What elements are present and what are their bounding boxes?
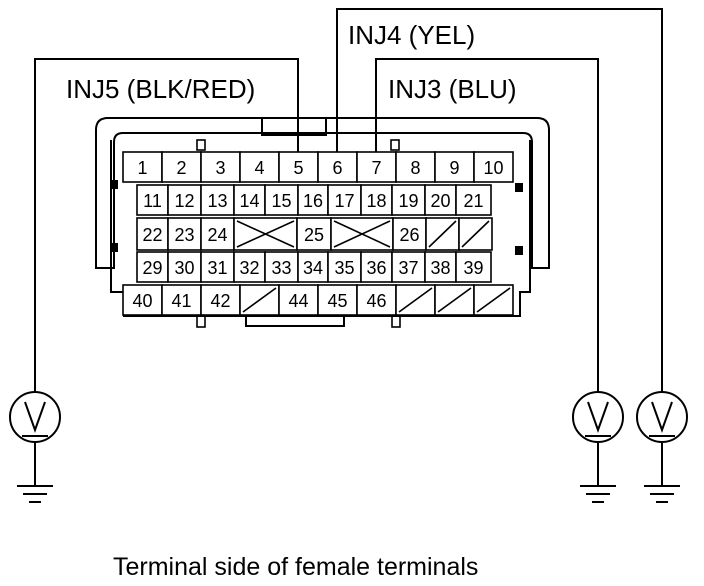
terminal-cell	[434, 151, 475, 183]
terminal-cell	[327, 251, 362, 283]
terminal-cell	[360, 251, 393, 283]
terminal-cell	[297, 251, 329, 283]
voltmeter-left	[9, 391, 61, 443]
terminal-number: 19	[398, 191, 418, 211]
lock-tab-left	[110, 180, 118, 189]
terminal-cell	[161, 284, 202, 316]
terminal-number: 14	[239, 191, 259, 211]
terminal-cell	[122, 151, 163, 183]
terminal-number: 42	[210, 291, 230, 311]
terminal-cell	[278, 284, 319, 316]
terminal-number: 11	[143, 191, 162, 211]
terminal-number: 22	[142, 225, 162, 245]
terminal-number: 3	[215, 158, 225, 178]
terminal-number: 17	[334, 191, 354, 211]
terminal-cell	[297, 184, 329, 216]
terminal-number: 5	[293, 158, 303, 178]
terminal-cell	[122, 284, 163, 316]
terminal-cell	[455, 251, 492, 283]
terminal-number: 24	[207, 225, 227, 245]
terminal-number: 33	[271, 258, 291, 278]
terminal-cell	[200, 217, 235, 251]
terminal-number: 45	[327, 291, 347, 311]
terminal-cell	[395, 151, 436, 183]
terminal-number: 20	[430, 191, 450, 211]
terminal-number: 46	[366, 291, 386, 311]
terminal-number: 9	[449, 158, 459, 178]
terminal-cell	[392, 217, 427, 251]
terminal-number: 12	[174, 191, 194, 211]
terminal-number: 23	[174, 225, 194, 245]
terminal-number: 41	[171, 291, 191, 311]
terminal-cell	[391, 184, 426, 216]
terminal-number: 1	[137, 158, 147, 178]
terminal-number: 7	[371, 158, 381, 178]
ground-symbol-mid	[580, 485, 616, 503]
terminal-cell	[391, 251, 426, 283]
terminal-number: 44	[288, 291, 308, 311]
terminal-number: 30	[174, 258, 194, 278]
terminal-cell	[356, 151, 397, 183]
terminal-number: 38	[430, 258, 450, 278]
blank-terminal-mark	[461, 220, 490, 248]
label-inj4: INJ4 (YEL)	[348, 20, 475, 50]
terminal-number: 8	[410, 158, 420, 178]
ground-symbol-right	[644, 485, 680, 503]
blank-terminal-mark	[242, 287, 277, 313]
terminal-cell	[200, 284, 241, 316]
terminal-number: 40	[132, 291, 152, 311]
caption: Terminal side of female terminals	[113, 553, 478, 581]
terminal-number: 15	[271, 191, 291, 211]
wire-inj5-blk-red	[34, 58, 299, 392]
wires	[34, 8, 663, 485]
terminal-cell	[233, 251, 266, 283]
terminal-number: 29	[142, 258, 162, 278]
terminal-number: 25	[304, 225, 324, 245]
label-inj5: INJ5 (BLK/RED)	[66, 74, 255, 104]
terminal-cell	[360, 184, 393, 216]
terminal-number: 26	[399, 225, 419, 245]
connector-housing	[95, 117, 550, 328]
blank-terminal-mark	[476, 287, 511, 313]
terminal-number: 39	[463, 258, 483, 278]
terminal-number: 21	[463, 191, 483, 211]
terminal-number: 6	[332, 158, 342, 178]
terminal-cell	[200, 151, 241, 183]
terminal-cell	[264, 184, 299, 216]
wire-inj4-yel	[336, 8, 663, 392]
blank-terminal-mark	[398, 287, 433, 313]
terminal-cell	[473, 151, 514, 183]
voltmeter-mid	[572, 391, 624, 443]
terminal-cell	[136, 217, 169, 251]
terminal-number: 37	[398, 258, 418, 278]
terminal-number: 31	[207, 258, 227, 278]
voltmeter-right	[636, 391, 688, 443]
terminal-cell	[317, 284, 358, 316]
terminal-number: 2	[176, 158, 186, 178]
terminal-cell	[455, 184, 492, 216]
terminal-number: 10	[483, 158, 503, 178]
terminal-number: 16	[303, 191, 323, 211]
terminal-number: 4	[254, 158, 264, 178]
label-inj3: INJ3 (BLU)	[388, 74, 517, 104]
terminal-number: 36	[366, 258, 386, 278]
blank-terminal-mark	[428, 220, 457, 248]
terminal-number: 35	[334, 258, 354, 278]
blank-terminal-mark	[333, 220, 391, 248]
wire-inj3-blu	[375, 58, 599, 392]
blank-terminal-mark	[236, 220, 295, 248]
terminal-number: 32	[239, 258, 259, 278]
blank-terminal-mark	[437, 287, 472, 313]
terminal-number: 18	[366, 191, 386, 211]
terminal-number: 13	[207, 191, 227, 211]
terminal-cell	[356, 284, 397, 316]
ground-symbol-left	[17, 485, 53, 503]
terminal-number: 34	[303, 258, 323, 278]
terminal-cell	[296, 217, 332, 251]
